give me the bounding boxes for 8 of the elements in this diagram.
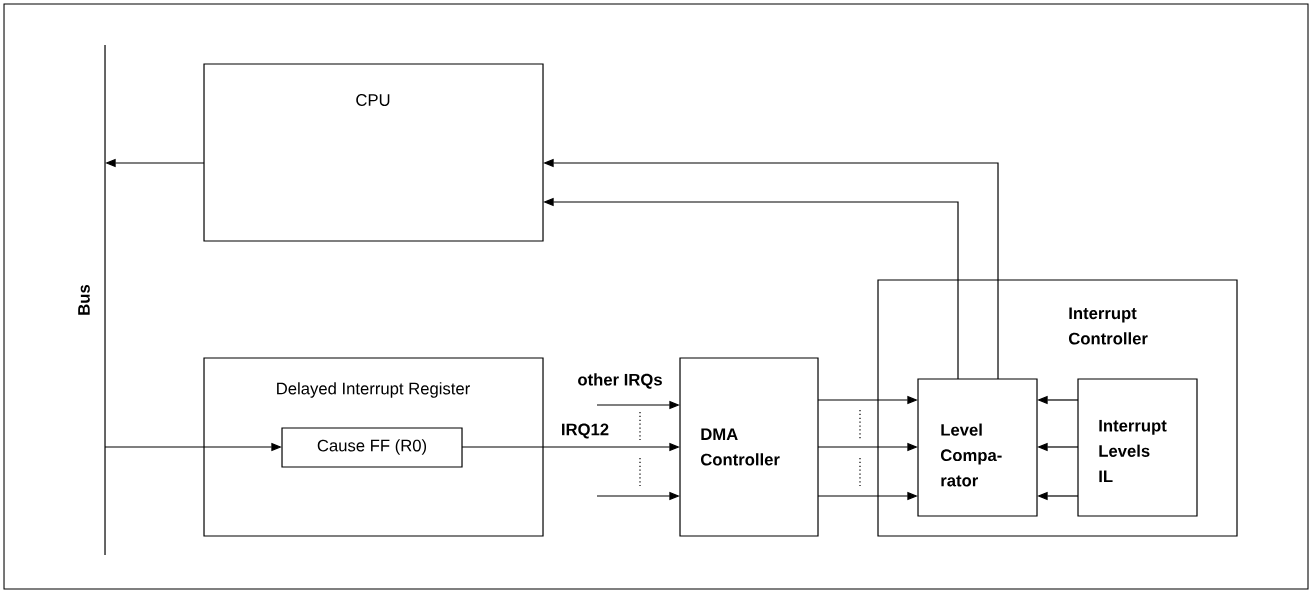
comparator-box: Level Compa- rator [917, 378, 1038, 517]
controller-box: DMA Controller [679, 357, 819, 537]
edge-label: other IRQs [576, 372, 664, 390]
bus-line: Bus [78, 44, 106, 556]
register-box: Cause FF (R0) [281, 427, 463, 468]
register-box: Interrupt Levels IL [1077, 378, 1198, 517]
cpu-box: CPU [203, 63, 544, 242]
edge-label: IRQ12 [559, 422, 611, 440]
